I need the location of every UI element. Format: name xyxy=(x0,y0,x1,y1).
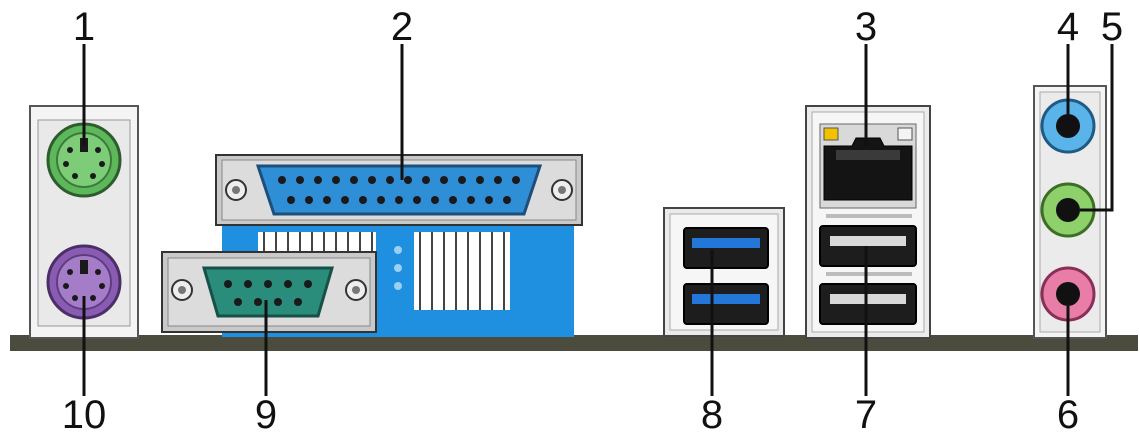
callout-10: 10 xyxy=(62,393,107,437)
audio-line-out-jack xyxy=(1040,182,1096,238)
callout-8: 8 xyxy=(701,393,723,437)
callout-9: 9 xyxy=(255,393,277,437)
callout-1: 1 xyxy=(73,5,95,49)
usb3-ports xyxy=(663,207,785,337)
callout-5: 5 xyxy=(1101,5,1123,49)
callout-6: 6 xyxy=(1057,393,1079,437)
usb2-ports xyxy=(819,214,917,325)
audio-line-in-jack xyxy=(1040,98,1096,154)
lan-port xyxy=(819,123,917,209)
callout-2: 2 xyxy=(391,5,413,49)
leader-line-5 xyxy=(1080,44,1114,212)
parallel-port xyxy=(215,154,583,226)
board-edge xyxy=(10,335,1138,351)
serial-port xyxy=(161,251,377,333)
callout-7: 7 xyxy=(855,393,877,437)
callout-4: 4 xyxy=(1057,5,1079,49)
callout-3: 3 xyxy=(855,5,877,49)
ps2-keyboard-port xyxy=(46,244,122,320)
